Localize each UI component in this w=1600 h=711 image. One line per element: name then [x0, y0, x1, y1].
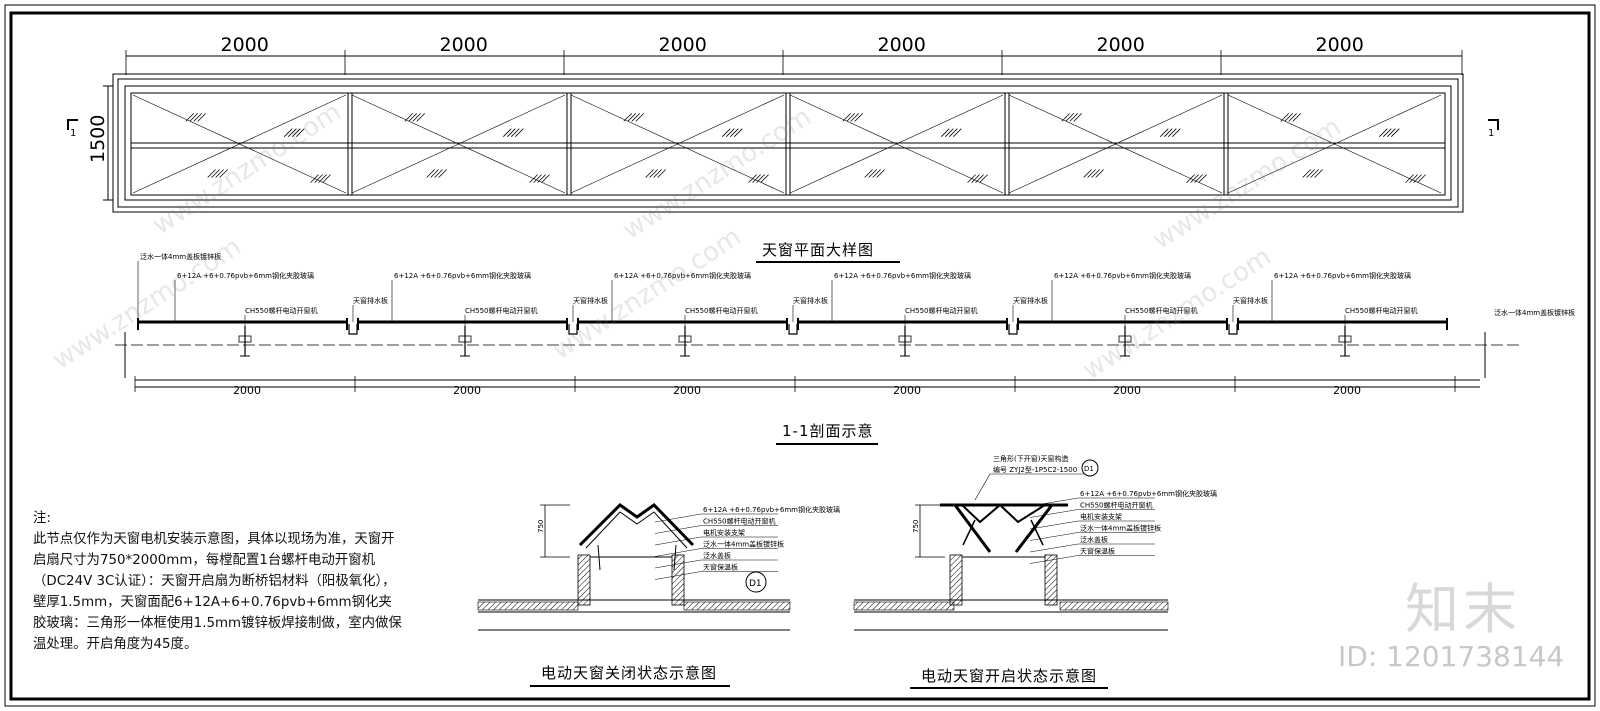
section-glass-label: 6+12A +6+0.76pvb+6mm钢化夹胶玻璃: [614, 271, 751, 280]
section-glass-label: 6+12A +6+0.76pvb+6mm钢化夹胶玻璃: [394, 271, 531, 280]
detail-leader-label: CH550螺杆电动开窗机: [703, 517, 776, 526]
detail-leader-label: 6+12A +6+0.76pvb+6mm钢化夹胶玻璃: [703, 505, 840, 514]
drawing-border-inner: [9, 11, 1591, 701]
closed-height-dimension: 750: [537, 520, 545, 533]
panel-diagonal: [789, 94, 1004, 194]
plan-dimension-label: 2000: [1316, 34, 1364, 56]
section-1-1-view: 天窗排水板 CH550螺杆电动开窗机 6+12A +6+0.76pvb+6mm钢化夹…: [115, 252, 1575, 445]
section-dimension-label: 2000: [233, 384, 261, 397]
detail-leader-label: CH550螺杆电动开窗机: [1080, 501, 1153, 510]
watermark-brand: 知末: [1405, 578, 1521, 641]
closed-marker: D1: [749, 579, 762, 589]
watermark-url: www.znzmo.com: [1147, 112, 1346, 256]
plan-dimension-label: 2000: [440, 34, 488, 56]
detail-leader-label: 泛水一体4mm盖板镀锌板: [1080, 524, 1161, 533]
section-motor-label: CH550螺杆电动开窗机: [1345, 306, 1418, 315]
panel-diagonal: [1008, 94, 1223, 194]
plan-title: 天窗平面大样图: [762, 241, 874, 259]
design-notes: 注: 此节点仅作为天窗电机安装示意图，具体以现场为准，天窗开启扇尺寸为750*2…: [33, 508, 403, 655]
detail-leader-label: 天窗保温板: [1080, 547, 1115, 556]
detail-closed-state: 750 6+12A +6+0.76pvb+6mm钢化夹胶玻璃 CH550螺杆电动开…: [477, 503, 840, 687]
plan-dimension-label: 2000: [221, 34, 269, 56]
detail-leader-label: 天窗保温板: [703, 563, 738, 572]
skylight-plan-view: 2000 2000 2000 2000 2000 2000 1500 1 1 天窗平面大样…: [67, 34, 1499, 263]
watermark-id: ID: 1201738144: [1338, 640, 1565, 673]
section-marker-left: 1: [70, 128, 76, 139]
detail-open-state: 750 三角形(下开窗)天窗构造 编号 ZYJ2型-1P5C2-1500 D1 …: [853, 454, 1217, 689]
panel-diagonal: [570, 94, 785, 194]
plan-dimension-label: 2000: [1097, 34, 1145, 56]
panel-diagonal: [351, 94, 566, 194]
plan-dimension-label: 2000: [659, 34, 707, 56]
section-motor-label: CH550螺杆电动开窗机: [685, 306, 758, 315]
section-motor-label: CH550螺杆电动开窗机: [465, 306, 538, 315]
section-label-flashing-right: 泛水一体4mm盖板镀锌板: [1494, 308, 1575, 317]
section-dimension-label: 2000: [453, 384, 481, 397]
section-glass-label: 6+12A +6+0.76pvb+6mm钢化夹胶玻璃: [1274, 271, 1411, 280]
section-gutter-label: 天窗排水板: [793, 296, 828, 305]
section-dimension-label: 2000: [673, 384, 701, 397]
watermark-url: www.znzmo.com: [147, 97, 346, 241]
open-marker: D1: [1084, 465, 1094, 473]
drawing-border-outer: [4, 4, 1596, 707]
open-title: 电动天窗开启状态示意图: [921, 667, 1097, 685]
watermark-url: www.znzmo.com: [617, 102, 816, 246]
open-top-label-2: 编号 ZYJ2型-1P5C2-1500: [993, 465, 1077, 474]
section-glass-label: 6+12A +6+0.76pvb+6mm钢化夹胶玻璃: [834, 271, 971, 280]
section-gutter-label: 天窗排水板: [353, 296, 388, 305]
notes-body: 此节点仅作为天窗电机安装示意图，具体以现场为准，天窗开启扇尺寸为750*2000…: [33, 532, 402, 652]
section-gutter-label: 天窗排水板: [1013, 296, 1048, 305]
watermark-url: www.znzmo.com: [1077, 242, 1276, 386]
closed-title: 电动天窗关闭状态示意图: [541, 664, 717, 682]
section-glass-label: 6+12A +6+0.76pvb+6mm钢化夹胶玻璃: [1054, 271, 1191, 280]
section-gutter-label: 天窗排水板: [573, 296, 608, 305]
section-dimension-label: 2000: [1333, 384, 1361, 397]
section-dimension-label: 2000: [1113, 384, 1141, 397]
section-dimension-label: 2000: [893, 384, 921, 397]
notes-heading: 注:: [33, 511, 51, 526]
detail-leader-label: 电机安装支架: [1080, 512, 1122, 521]
panel-diagonal: [1227, 94, 1442, 194]
section-motor-label: CH550螺杆电动开窗机: [245, 306, 318, 315]
open-top-label: 三角形(下开窗)天窗构造: [993, 454, 1068, 463]
section-motor-label: CH550螺杆电动开窗机: [1125, 306, 1198, 315]
detail-leader-label: 电机安装支架: [703, 528, 745, 537]
section-gutter-label: 天窗排水板: [1233, 296, 1268, 305]
plan-dimension-label: 2000: [878, 34, 926, 56]
section-title: 1-1剖面示意: [782, 422, 874, 440]
detail-leader-label: 泛水一体4mm盖板镀锌板: [703, 540, 784, 549]
section-glass-label: 6+12A +6+0.76pvb+6mm钢化夹胶玻璃: [177, 271, 314, 280]
panel-diagonal: [132, 94, 347, 194]
detail-leader-label: 6+12A +6+0.76pvb+6mm钢化夹胶玻璃: [1080, 489, 1217, 498]
section-marker-right: 1: [1488, 128, 1494, 139]
section-motor-label: CH550螺杆电动开窗机: [905, 306, 978, 315]
detail-leader-label: 泛水盖板: [703, 551, 731, 560]
watermark-url: www.znzmo.com: [547, 222, 746, 366]
open-height-dimension: 750: [912, 520, 920, 533]
plan-height-dimension: 1500: [87, 115, 109, 163]
detail-leader-label: 泛水盖板: [1080, 535, 1108, 544]
section-label-flashing-left: 泛水一体4mm盖板镀锌板: [140, 252, 221, 261]
